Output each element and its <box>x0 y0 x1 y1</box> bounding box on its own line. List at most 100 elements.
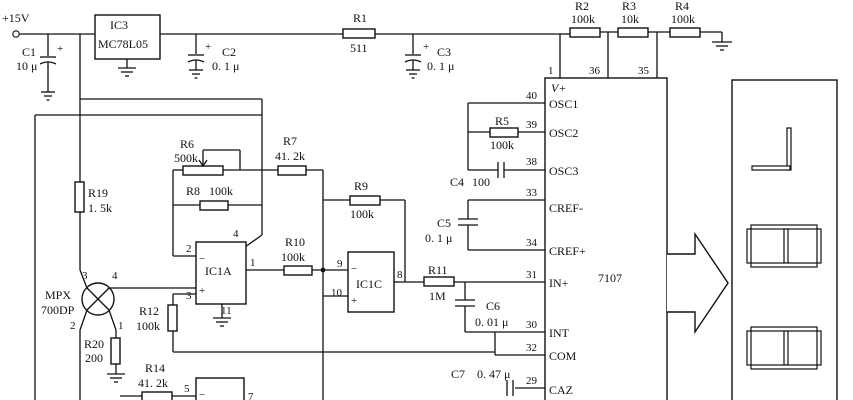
r2-ref: R2 <box>575 0 589 13</box>
r7-ref: R7 <box>283 134 297 148</box>
r7-value: 41. 2k <box>275 149 305 163</box>
mpx-pin-4: 4 <box>112 270 118 282</box>
pin-36: 36 <box>589 65 601 77</box>
capacitor-c1: + <box>39 34 63 101</box>
ic1c-minus: − <box>351 263 357 275</box>
c3-ref: C3 <box>437 45 451 59</box>
opamp-ic1c <box>323 251 400 313</box>
ic1c-ref: IC1C <box>356 277 382 291</box>
resistor-r10 <box>283 265 348 276</box>
mpx-part: 700DP <box>41 303 75 317</box>
r1-value: 511 <box>350 41 368 55</box>
chip-pin-leads <box>400 102 545 396</box>
c3-plus: + <box>423 41 429 53</box>
pin-40-name: OSC1 <box>549 97 578 111</box>
r11-ref: R11 <box>428 263 448 277</box>
pin-31-num: 31 <box>526 269 537 281</box>
ic1c-plus: + <box>351 295 357 307</box>
pin-1: 1 <box>548 65 554 77</box>
r9-ref: R9 <box>354 179 368 193</box>
r3-value: 10k <box>621 12 639 26</box>
mpx-ref: MPX <box>45 288 71 302</box>
pin-vplus: V+ <box>551 81 566 95</box>
ic-bottom-minus: − <box>199 389 205 400</box>
c2-value: 0. 1 μ <box>212 59 239 73</box>
pin-29-name: CAZ <box>549 383 573 397</box>
ic1c-pin-8: 8 <box>397 269 403 281</box>
r3-ref: R3 <box>622 0 636 13</box>
chip-name: 7107 <box>598 271 622 285</box>
ic1c-pin-9: 9 <box>337 258 343 270</box>
supply-label: +15V <box>2 11 30 25</box>
pin-38-num: 38 <box>526 156 538 168</box>
chip-7107 <box>544 77 668 400</box>
r10-value: 100k <box>281 250 305 264</box>
resistor-r12 <box>167 293 495 353</box>
c2-plus: + <box>205 41 211 53</box>
regulator-ic3 <box>79 14 263 248</box>
c4-value: 100 <box>472 175 490 189</box>
seven-segment-display <box>731 79 838 400</box>
c6-value: 0. 01 μ <box>475 315 508 329</box>
r19-value: 1. 5k <box>88 201 112 215</box>
pin-34-num: 34 <box>526 237 538 249</box>
c1-ref: C1 <box>22 45 36 59</box>
r20-ref: R20 <box>84 337 104 351</box>
capacitor-c3: + <box>404 34 429 79</box>
pin-35: 35 <box>638 65 650 77</box>
pin-29-num: 29 <box>526 375 538 387</box>
ic1a-pin-4: 4 <box>233 228 239 240</box>
r8-value: 100k <box>209 184 233 198</box>
r14-ref: R14 <box>145 361 165 375</box>
mpx-pin-3: 3 <box>82 270 88 282</box>
resistor-r19 <box>74 99 85 270</box>
ic1a-plus: + <box>199 285 205 297</box>
pin-40-num: 40 <box>526 90 538 102</box>
c7-value: 0. 47 μ <box>477 367 510 381</box>
resistor-r9 <box>323 195 406 282</box>
pin-33-num: 33 <box>526 187 538 199</box>
r8-ref: R8 <box>186 184 200 198</box>
r10-ref: R10 <box>285 235 305 249</box>
ic1a-ref: IC1A <box>205 264 232 278</box>
ic1c-pin-10: 10 <box>331 287 343 299</box>
resistor-r8 <box>173 200 262 211</box>
r4-value: 100k <box>671 12 695 26</box>
pin-39-num: 39 <box>526 119 538 131</box>
r12-value: 100k <box>136 319 160 333</box>
r9-value: 100k <box>350 207 374 221</box>
resistor-chain-r2-r4 <box>559 27 732 78</box>
sensor-mpx <box>79 269 190 400</box>
junction-dot <box>320 267 326 273</box>
c5-value: 0. 1 μ <box>425 231 452 245</box>
r6-value: 500k <box>174 151 198 165</box>
resistor-r20 <box>107 330 125 383</box>
pin-39-name: OSC2 <box>549 126 578 140</box>
r2-value: 100k <box>571 12 595 26</box>
ic1a-pin-11: 11 <box>221 305 232 317</box>
ic3-ref: IC3 <box>110 18 128 32</box>
pin-33-name: CREF- <box>549 201 583 215</box>
r14-value: 41. 2k <box>138 376 168 390</box>
opamp-bottom-partial <box>120 377 245 400</box>
pin-38-name: OSC3 <box>549 164 578 178</box>
capacitor-c2: + <box>187 34 211 79</box>
ic-bottom-pin-7: 7 <box>248 391 254 400</box>
r19-ref: R19 <box>88 186 108 200</box>
r11-value: 1M <box>429 289 446 303</box>
r12-ref: R12 <box>139 304 159 318</box>
r6-ref: R6 <box>180 137 194 151</box>
ic3-part: MC78L05 <box>98 37 148 51</box>
ic-bottom-pin-5: 5 <box>184 383 190 395</box>
c5-ref: C5 <box>437 216 451 230</box>
r20-value: 200 <box>85 351 103 365</box>
resistor-r1 <box>342 28 376 39</box>
potentiometer-r6 <box>173 149 324 400</box>
pin-32-num: 32 <box>526 342 537 354</box>
pin-32-name: COM <box>549 349 577 363</box>
pin-30-name: INT <box>549 326 570 340</box>
r5-value: 100k <box>490 138 514 152</box>
ic1a-pin-1: 1 <box>250 257 256 269</box>
